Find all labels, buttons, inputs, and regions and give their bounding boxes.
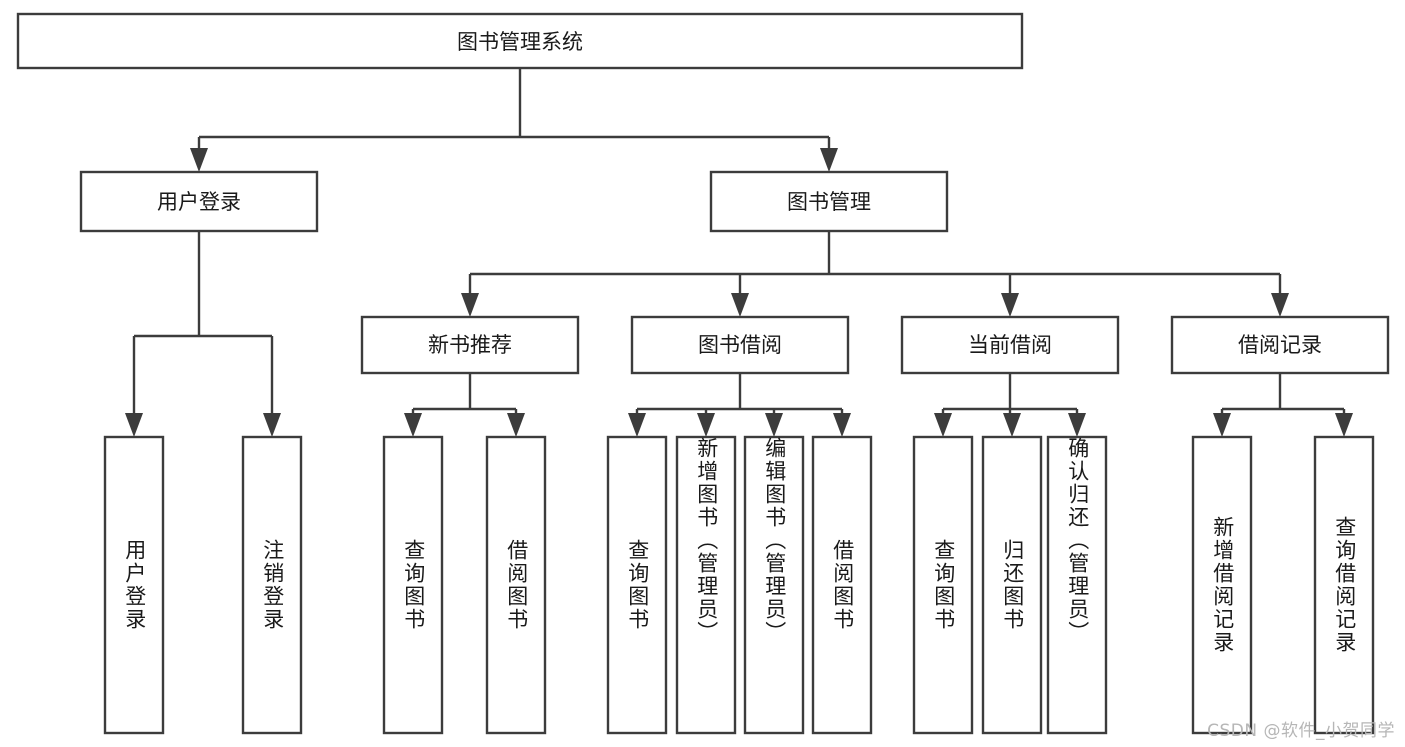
node-user-login[interactable]: 用户登录 — [79, 170, 319, 233]
node-leaf-query-borrow-record-box[interactable] — [1313, 435, 1375, 735]
node-leaf-user-logout-box[interactable] — [241, 435, 303, 735]
arrowhead-leaf-return-book — [1003, 413, 1021, 437]
node-book-manage[interactable]: 图书管理 — [709, 170, 949, 233]
csdn-watermark: CSDN @软件_小贺同学 — [1207, 721, 1395, 741]
node-leaf-add-borrow-record-box[interactable] — [1191, 435, 1253, 735]
node-current-borrow[interactable]: 当前借阅 — [900, 315, 1120, 375]
arrowhead-leaf-edit-book-admin — [765, 413, 783, 437]
node-borrow-record[interactable]: 借阅记录 — [1170, 315, 1390, 375]
node-root-label: 图书管理系统 — [457, 30, 583, 54]
node-current-borrow-box[interactable] — [900, 315, 1120, 375]
node-user-login-label: 用户登录 — [157, 190, 241, 214]
node-leaf-query-book-rec-box[interactable] — [382, 435, 444, 735]
arrowhead-leaf-query-book-borrow — [628, 413, 646, 437]
node-new-book-rec-box[interactable] — [360, 315, 580, 375]
arrowhead-borrow-record — [1271, 293, 1289, 317]
node-book-borrow[interactable]: 图书借阅 — [630, 315, 850, 375]
node-leaf-borrow-book-box[interactable] — [811, 435, 873, 735]
node-book-borrow-box[interactable] — [630, 315, 850, 375]
node-leaf-confirm-return-admin-box[interactable] — [1046, 435, 1108, 735]
arrowhead-leaf-borrow-book-rec — [507, 413, 525, 437]
arrowhead-leaf-user-login — [125, 413, 143, 437]
connector-borrowrecord-bus — [1220, 373, 1346, 423]
node-book-manage-label: 图书管理 — [787, 190, 871, 214]
connector-root-bus — [197, 68, 831, 158]
connector-bookmanage-bus — [468, 231, 1282, 303]
node-leaf-user-login-box[interactable] — [103, 435, 165, 735]
connector-userlogin-bus — [132, 231, 274, 423]
node-leaf-add-book-admin-box[interactable] — [675, 435, 737, 735]
node-new-book-rec-label: 新书推荐 — [428, 333, 512, 357]
arrowhead-leaf-query-book-current — [934, 413, 952, 437]
arrowhead-leaf-query-borrow-record — [1335, 413, 1353, 437]
arrowhead-current-borrow — [1001, 293, 1019, 317]
arrowhead-leaf-user-logout — [263, 413, 281, 437]
node-user-login-box[interactable] — [79, 170, 319, 233]
connector-layer — [125, 68, 1353, 437]
node-book-borrow-label: 图书借阅 — [698, 333, 782, 357]
node-root-box[interactable] — [16, 12, 1024, 70]
node-root[interactable]: 图书管理系统 — [16, 12, 1024, 70]
node-book-manage-box[interactable] — [709, 170, 949, 233]
node-current-borrow-label: 当前借阅 — [968, 333, 1052, 357]
connector-newbookrec-bus — [411, 373, 518, 423]
arrowhead-user-login — [190, 148, 208, 172]
arrowhead-book-manage — [820, 148, 838, 172]
node-leaf-query-book-current-box[interactable] — [912, 435, 974, 735]
arrowhead-leaf-add-borrow-record — [1213, 413, 1231, 437]
arrowhead-leaf-borrow-book — [833, 413, 851, 437]
node-borrow-record-box[interactable] — [1170, 315, 1390, 375]
node-borrow-record-label: 借阅记录 — [1238, 333, 1322, 357]
node-leaf-borrow-book-rec-box[interactable] — [485, 435, 547, 735]
node-leaf-edit-book-admin-box[interactable] — [743, 435, 805, 735]
arrowhead-leaf-add-book-admin — [697, 413, 715, 437]
arrowhead-leaf-confirm-return-admin — [1068, 413, 1086, 437]
arrowhead-leaf-query-book-rec — [404, 413, 422, 437]
node-new-book-rec[interactable]: 新书推荐 — [360, 315, 580, 375]
connector-bookborrow-bus — [635, 373, 844, 423]
arrowhead-new-book-rec — [461, 293, 479, 317]
arrowhead-book-borrow — [731, 293, 749, 317]
node-leaf-query-book-borrow-box[interactable] — [606, 435, 668, 735]
leaf-box-layer — [103, 435, 1375, 735]
node-leaf-return-book-box[interactable] — [981, 435, 1043, 735]
